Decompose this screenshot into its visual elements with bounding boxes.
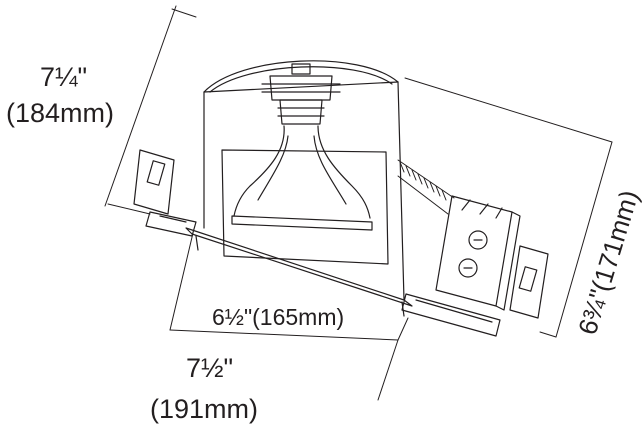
height-dimension-inches: 7¼" (40, 62, 88, 92)
dimension-lines (104, 5, 613, 401)
junction-box (435, 195, 521, 311)
left-mounting-bracket (133, 149, 197, 237)
width-dimension-mm: (191mm) (150, 394, 259, 424)
lamp-socket (261, 63, 341, 125)
housing-body (185, 60, 413, 317)
aperture-dimension: 6½"(165mm) (212, 304, 345, 330)
height-dimension-mm: (184mm) (6, 98, 115, 128)
width-dimension-inches: 7½" (186, 353, 234, 383)
reflector-lamp (231, 125, 373, 231)
right-mounting-bracket (401, 245, 549, 337)
flex-conduit (397, 159, 455, 215)
